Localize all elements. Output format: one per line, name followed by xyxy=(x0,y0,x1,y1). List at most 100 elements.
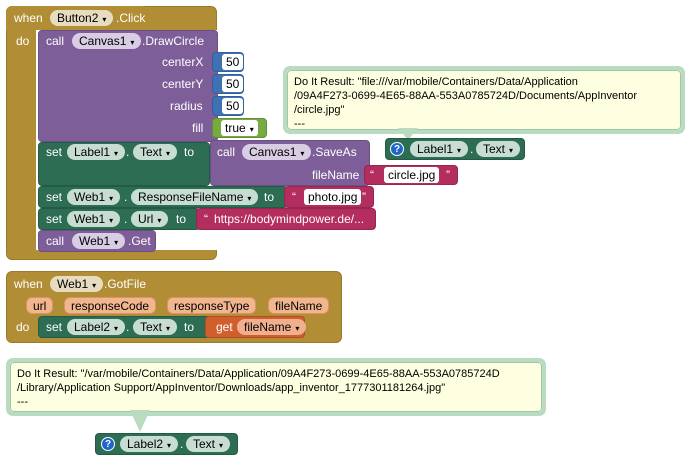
chevron-down-icon: ▾ xyxy=(247,194,252,203)
label2-component-dropdown[interactable]: Label2▾ xyxy=(67,319,126,335)
get-method-name: .Get xyxy=(128,234,151,248)
url-property-dropdown[interactable]: Url▾ xyxy=(131,211,169,227)
url-value-text[interactable]: https://bodymindpower.de/... xyxy=(214,212,365,226)
button2-label: Button2 xyxy=(57,11,99,25)
dot-separator: . xyxy=(470,142,474,156)
fill-boolean-dropdown[interactable]: true▾ xyxy=(221,120,258,136)
radius-arg-label: radius xyxy=(170,99,203,113)
chevron-down-icon: ▾ xyxy=(92,281,97,290)
chevron-down-icon: ▾ xyxy=(300,149,305,158)
chevron-down-icon: ▾ xyxy=(295,324,300,333)
button2-component-dropdown[interactable]: Button2▾ xyxy=(50,10,114,26)
to-keyword: to xyxy=(264,190,275,204)
chevron-down-icon: ▾ xyxy=(130,38,135,47)
open-quote: “ xyxy=(370,168,374,182)
set-label1-text-block[interactable] xyxy=(38,142,210,186)
close-quote: ” xyxy=(362,190,366,204)
set-keyword: set xyxy=(46,320,63,334)
chevron-down-icon: ▾ xyxy=(114,324,119,333)
chevron-down-icon: ▾ xyxy=(109,216,114,225)
responsefilename-label: ResponseFileName xyxy=(138,190,244,204)
fill-value-text: true xyxy=(225,121,246,135)
circle-jpg-value-field[interactable]: circle.jpg xyxy=(384,167,440,183)
dot-separator: . xyxy=(126,320,130,334)
do-it-result-bubble-1-frame xyxy=(283,66,685,134)
param-responsecode[interactable]: responseCode xyxy=(64,297,157,314)
label1-getter-property-dropdown[interactable]: Text▾ xyxy=(476,141,521,157)
bubble2-line: Do It Result: "/var/mobile/Containers/Da… xyxy=(17,368,500,380)
open-quote: “ xyxy=(292,190,296,204)
label2-label: Label2 xyxy=(127,437,164,451)
url-text-block[interactable] xyxy=(196,208,376,230)
centerx-value-field[interactable]: 50 xyxy=(222,54,244,70)
chevron-down-icon: ▾ xyxy=(166,149,171,158)
saveas-method-name: .SaveAs xyxy=(312,145,357,159)
do-keyword: do xyxy=(16,34,30,48)
drawcircle-method-name: .DrawCircle xyxy=(142,34,205,48)
label2-getter-property-dropdown[interactable]: Text▾ xyxy=(186,436,231,452)
do-it-result-bubble-1: Do It Result: "file:///var/mobile/Contai… xyxy=(287,70,681,130)
web1-url-component-dropdown[interactable]: Web1▾ xyxy=(67,211,121,227)
photo-jpg-value-field[interactable]: photo.jpg xyxy=(304,189,362,205)
canvas1-label: Canvas1 xyxy=(249,145,297,159)
bubble1-pointer xyxy=(398,128,418,140)
chevron-down-icon: ▾ xyxy=(157,216,162,225)
help-question-icon[interactable]: ? xyxy=(101,437,115,451)
dot-separator: . xyxy=(126,145,130,159)
param-url[interactable]: url xyxy=(26,297,54,314)
centery-arg-label: centerY xyxy=(162,77,204,91)
web1-get-component-dropdown[interactable]: Web1▾ xyxy=(72,233,126,249)
web1-label: Web1 xyxy=(79,234,111,248)
radius-value-field[interactable]: 50 xyxy=(222,98,244,114)
call-keyword: call xyxy=(46,234,65,248)
chevron-down-icon: ▾ xyxy=(219,441,224,450)
fill-arg-label: fill xyxy=(192,121,204,135)
label2-text-property-dropdown[interactable]: Text▾ xyxy=(133,319,178,335)
label1-component-dropdown[interactable]: Label1▾ xyxy=(67,144,126,160)
web1-label: Web1 xyxy=(57,277,89,291)
centery-value-field[interactable]: 50 xyxy=(222,76,244,92)
text-property-label: Text xyxy=(140,320,163,334)
label1-label: Label1 xyxy=(417,142,454,156)
label1-getter-component-dropdown[interactable]: Label1▾ xyxy=(410,141,469,157)
label2-getter-component-dropdown[interactable]: Label2▾ xyxy=(120,436,179,452)
dot-separator: . xyxy=(124,212,128,226)
set-keyword: set xyxy=(46,190,63,204)
chevron-down-icon: ▾ xyxy=(109,194,114,203)
get-filename-dropdown[interactable]: fileName▾ xyxy=(237,319,307,335)
web1-gotfile-component-dropdown[interactable]: Web1▾ xyxy=(50,276,104,292)
call-keyword: call xyxy=(217,145,236,159)
centerx-arg-label: centerX xyxy=(162,55,204,69)
bubble1-line: /09A4F273-0699-4E65-88AA-553A0785724D/Do… xyxy=(294,90,638,102)
to-keyword: to xyxy=(184,145,195,159)
canvas1-component-dropdown[interactable]: Canvas1▾ xyxy=(72,33,142,49)
dot-separator: . xyxy=(180,437,184,451)
bubble2-pointer xyxy=(130,410,150,432)
set-keyword: set xyxy=(46,212,63,226)
chevron-down-icon: ▾ xyxy=(114,149,119,158)
responsefilename-property-dropdown[interactable]: ResponseFileName▾ xyxy=(131,189,259,205)
gotfile-event-name: .GotFile xyxy=(104,277,147,291)
when-keyword: when xyxy=(14,11,43,25)
param-filename[interactable]: fileName xyxy=(268,297,330,314)
chevron-down-icon: ▾ xyxy=(114,238,119,247)
bubble1-line: --- xyxy=(294,118,305,130)
label2-label: Label2 xyxy=(74,320,111,334)
canvas1-label: Canvas1 xyxy=(79,34,127,48)
param-responsetype[interactable]: responseType xyxy=(167,297,257,314)
text-property-label: Text xyxy=(483,142,506,156)
click-event-name: .Click xyxy=(116,11,146,25)
help-question-icon[interactable]: ? xyxy=(390,142,404,156)
bubble2-line: --- xyxy=(17,396,28,408)
filename-var-label: fileName xyxy=(244,320,292,334)
do-it-result-bubble-2-frame xyxy=(6,358,546,416)
url-property-label: Url xyxy=(138,212,154,226)
text-property-dropdown[interactable]: Text▾ xyxy=(133,144,178,160)
bubble2-line: /Library/Application Support/AppInventor… xyxy=(17,382,446,394)
canvas1-saveas-component-dropdown[interactable]: Canvas1▾ xyxy=(242,144,312,160)
get-keyword: get xyxy=(216,320,233,334)
do-it-result-bubble-2: Do It Result: "/var/mobile/Containers/Da… xyxy=(10,362,542,412)
call-keyword: call xyxy=(46,34,65,48)
web1-component-dropdown[interactable]: Web1▾ xyxy=(67,189,121,205)
web1-label: Web1 xyxy=(74,190,106,204)
